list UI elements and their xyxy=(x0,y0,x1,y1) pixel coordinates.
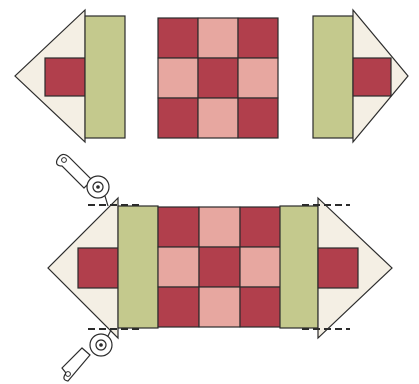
assembled-green-strip-right xyxy=(280,206,318,328)
green-strip-right xyxy=(313,16,353,138)
nine-patch-assembled-cell-1-1 xyxy=(199,247,240,287)
nine-patch-assembled-cell-1-0 xyxy=(158,247,199,287)
nine-patch-top-cell-0-1 xyxy=(198,18,238,58)
red-square-left xyxy=(45,58,85,96)
assembled-red-square-left xyxy=(78,248,118,288)
nine-patch-top-cell-0-2 xyxy=(238,18,278,58)
nine-patch-assembled-cell-2-1 xyxy=(199,287,240,327)
cutter-handle-hole-bottom xyxy=(66,372,71,377)
top-right-end-unit xyxy=(313,10,408,142)
green-strip-left xyxy=(85,16,125,138)
top-left-end-unit xyxy=(15,10,125,142)
red-square-right xyxy=(353,58,391,96)
assembled-red-square-right xyxy=(318,248,358,288)
rotary-cutter-icon xyxy=(57,154,109,206)
assembled-row xyxy=(48,198,392,338)
nine-patch-top-cell-0-0 xyxy=(158,18,198,58)
nine-patch-assembled-cell-2-2 xyxy=(240,287,281,327)
nine-patch-assembled-cell-0-2 xyxy=(240,207,281,247)
rotary-cutter-icon xyxy=(62,330,112,381)
nine-patch-top-cell-2-2 xyxy=(238,98,278,138)
nine-patch-assembled-cell-2-0 xyxy=(158,287,199,327)
cutter-pin-top xyxy=(96,185,100,189)
nine-patch-assembled-cell-0-0 xyxy=(158,207,199,247)
nine-patch-block-top xyxy=(158,18,278,138)
cutter-pin-bottom xyxy=(99,343,103,347)
nine-patch-assembled-cell-0-1 xyxy=(199,207,240,247)
nine-patch-top-cell-2-1 xyxy=(198,98,238,138)
cutter-blade-edge-bottom xyxy=(108,330,111,336)
nine-patch-top-cell-1-0 xyxy=(158,58,198,98)
nine-patch-top-cell-1-1 xyxy=(198,58,238,98)
assembled-green-strip-left xyxy=(118,206,158,328)
nine-patch-top-cell-2-0 xyxy=(158,98,198,138)
nine-patch-block-assembled xyxy=(158,207,281,327)
nine-patch-top-cell-1-2 xyxy=(238,58,278,98)
cutter-handle-hole-top xyxy=(62,158,67,163)
nine-patch-assembled-cell-1-2 xyxy=(240,247,281,287)
